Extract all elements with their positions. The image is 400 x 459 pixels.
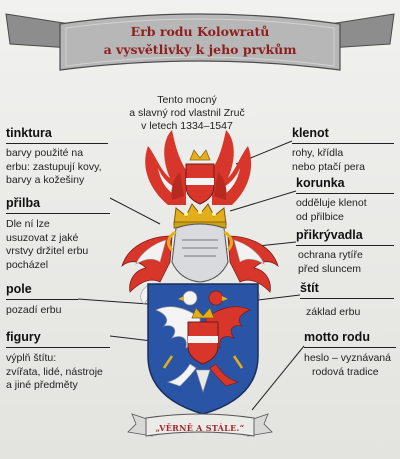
term-underline (296, 193, 394, 194)
desc-line: rohy, křídla (292, 147, 344, 159)
desc-prikryvadla: ochrana rytíře před sluncem (298, 249, 363, 276)
motto-ribbon (127, 413, 273, 437)
term-prilba: přilba (6, 196, 41, 210)
desc-line: pozadí erbu (6, 304, 62, 316)
term-underline (304, 347, 396, 348)
main-shield (147, 283, 259, 415)
title-line-2: a vysvětlivky k jeho prvkům (103, 42, 297, 57)
desc-klenot: rohy, křídla nebo ptačí pera (292, 147, 365, 174)
term-motto-rodu: motto rodu (304, 330, 370, 344)
term-underline (6, 143, 108, 144)
term-prikryvadla: přikrývadla (296, 228, 363, 242)
term-klenot: klenot (292, 126, 329, 140)
desc-line: rodová tradice (312, 365, 379, 378)
intro-line: a slavný rod vlastnil Zruč (129, 107, 245, 119)
desc-line: erbu: zastupují kovy, (6, 160, 102, 173)
desc-pole: pozadí erbu (6, 304, 61, 318)
title-line-1: Erb rodu Kolowratů (130, 24, 270, 39)
intro-text: Tento mocný a slavný rod vlastnil Zruč v… (98, 94, 276, 133)
desc-motto-rodu: heslo – vyznávaná rodová tradice (304, 352, 391, 379)
motto-text: „VĚRNĚ A STÁLE.“ (155, 423, 245, 433)
desc-korunka: odděluje klenot od přilbice (296, 197, 367, 224)
desc-figury: výplň štítu: zvířata, lidé, nástroje a j… (6, 352, 103, 393)
desc-line: nebo ptačí pera (292, 160, 365, 173)
term-pole: pole (6, 282, 32, 296)
crest-shield (185, 149, 215, 205)
mantling (121, 235, 279, 305)
desc-line: barvy použité na (6, 147, 84, 159)
term-stit: štít (300, 281, 319, 295)
desc-line: heslo – vyznávaná (304, 352, 391, 364)
desc-line: ochrana rytíře (298, 249, 363, 261)
term-underline (300, 298, 394, 299)
desc-line: od přilbice (296, 210, 344, 223)
term-underline (6, 299, 78, 300)
intro-line: Tento mocný (157, 94, 217, 106)
term-underline (292, 143, 394, 144)
term-tinktura: tinktura (6, 126, 52, 140)
desc-line: výplň štítu: (6, 352, 57, 364)
title-ribbon (5, 13, 395, 71)
term-figury: figury (6, 330, 41, 344)
crest-feathers (145, 130, 252, 205)
desc-line: Dle ní lze (6, 218, 50, 230)
desc-stit: základ erbu (306, 306, 360, 320)
desc-line: před sluncem (298, 262, 362, 275)
desc-line: vrstvy držitel erbu (6, 245, 89, 257)
desc-line: pocházel (6, 258, 49, 271)
desc-tinktura: barvy použité na erbu: zastupují kovy, b… (6, 147, 102, 188)
desc-line: barvy a kožešiny (6, 174, 85, 186)
term-korunka: korunka (296, 176, 345, 190)
desc-line: základ erbu (306, 306, 361, 318)
desc-line: usuzovat z jaké (6, 231, 79, 244)
term-underline (6, 347, 110, 348)
desc-line: zvířata, lidé, nástroje (6, 365, 103, 378)
desc-line: odděluje klenot (296, 197, 367, 209)
term-underline (296, 245, 394, 246)
desc-prilba: Dle ní lze usuzovat z jaké vrstvy držite… (6, 218, 88, 272)
term-underline (6, 213, 110, 214)
desc-line: a jiné předměty (6, 379, 78, 391)
intro-line: v letech 1334–1547 (141, 120, 233, 132)
helmet (167, 223, 233, 283)
